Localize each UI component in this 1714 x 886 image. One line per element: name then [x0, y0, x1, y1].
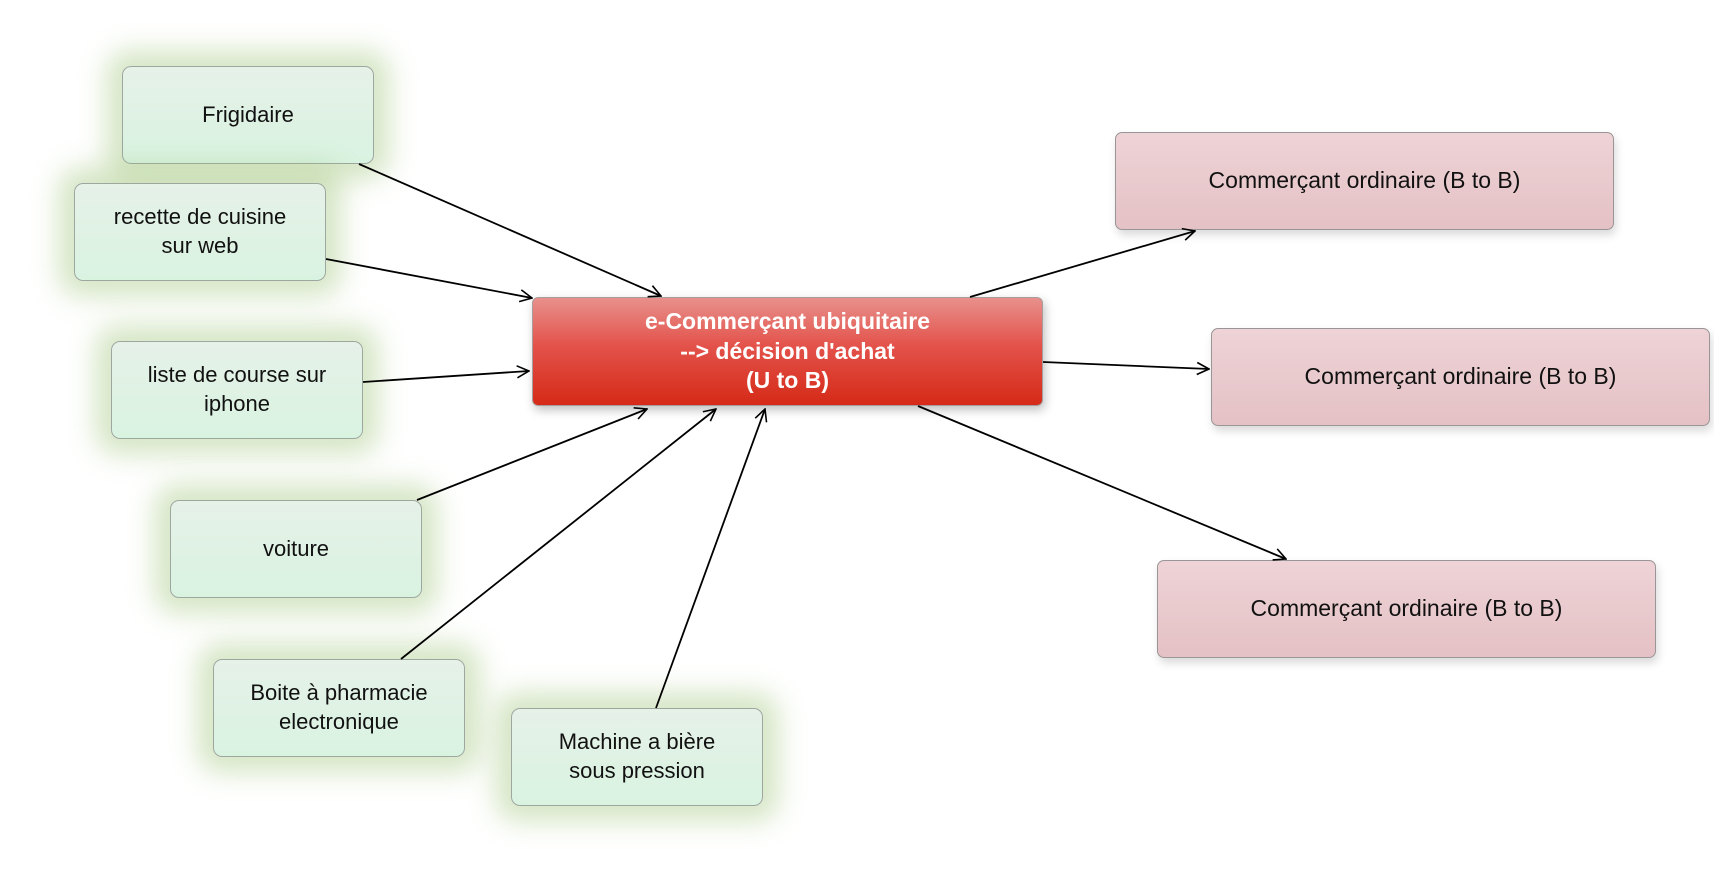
target-node-commercant-1: Commerçant ordinaire (B to B) — [1115, 132, 1614, 230]
source-label-recette-cuisine: recette de cuisine sur web — [113, 204, 287, 258]
source-label-boite-pharmacie: Boite à pharmacie electronique — [250, 680, 428, 734]
source-node-machine-biere: Machine a bière sous pression — [511, 708, 763, 806]
arrow-center-to-commercant-2 — [1042, 361, 1209, 369]
source-label-frigidaire: Frigidaire — [202, 101, 294, 127]
source-label-voiture: voiture — [262, 535, 330, 561]
arrow-liste-course-to-center — [362, 371, 529, 383]
arrow-machine-biere-to-center — [655, 409, 765, 709]
target-node-commercant-2: Commerçant ordinaire (B to B) — [1211, 328, 1710, 426]
source-node-liste-course: liste de course sur iphone — [111, 341, 363, 439]
target-label-commercant-1: Commerçant ordinaire (B to B) — [1208, 167, 1521, 194]
target-node-commercant-3: Commerçant ordinaire (B to B) — [1157, 560, 1656, 658]
source-node-boite-pharmacie: Boite à pharmacie electronique — [213, 659, 465, 757]
central-node-e-commercant: e-Commerçant ubiquitaire --> décision d'… — [532, 297, 1043, 406]
source-label-liste-course: liste de course sur iphone — [147, 362, 327, 416]
target-label-commercant-3: Commerçant ordinaire (B to B) — [1250, 595, 1563, 622]
arrow-center-to-commercant-3 — [917, 405, 1286, 559]
source-node-voiture: voiture — [170, 500, 422, 598]
source-label-machine-biere: Machine a bière sous pression — [558, 729, 716, 783]
arrow-center-to-commercant-1 — [969, 231, 1195, 298]
arrow-recette-to-center — [325, 258, 532, 298]
central-node-label: e-Commerçant ubiquitaire --> décision d'… — [645, 307, 930, 394]
arrow-frigidaire-to-center — [358, 163, 661, 296]
source-node-frigidaire: Frigidaire — [122, 66, 374, 164]
arrow-boite-pharmacie-to-center — [400, 409, 716, 660]
target-label-commercant-2: Commerçant ordinaire (B to B) — [1304, 363, 1617, 390]
arrow-voiture-to-center — [416, 409, 647, 501]
source-node-recette-cuisine: recette de cuisine sur web — [74, 183, 326, 281]
